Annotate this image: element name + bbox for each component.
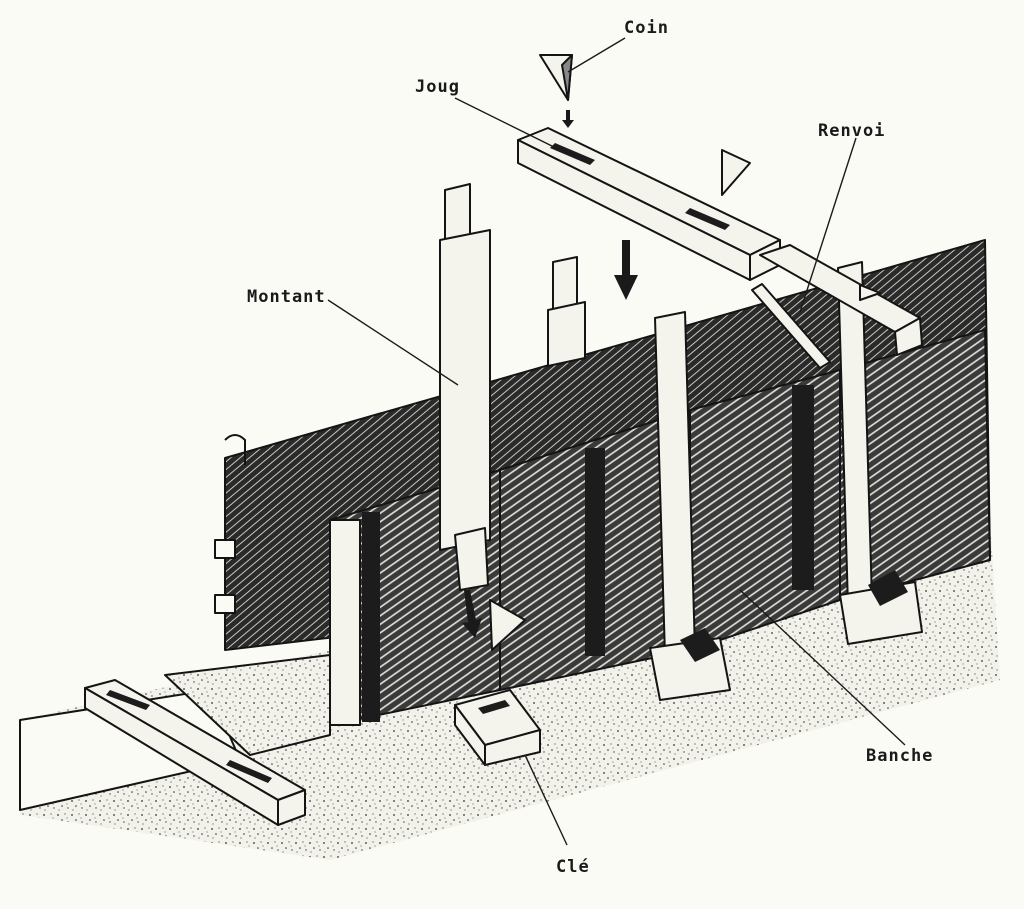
joug-yoke [517, 127, 923, 356]
sole-plate [84, 679, 306, 826]
direction-arrows [462, 110, 638, 638]
label-renvoi: Renvoi [818, 121, 885, 141]
label-joug: Joug [415, 77, 460, 97]
label-montant: Montant [247, 287, 326, 307]
montant-lifted [439, 183, 491, 591]
coin-wedges [489, 54, 881, 651]
renvoi-brace [751, 283, 831, 369]
montant-right [837, 261, 923, 645]
label-coin: Coin [624, 18, 669, 38]
montant-background [547, 256, 586, 367]
cle-key [454, 689, 541, 766]
montant-front [649, 311, 731, 701]
leader-lines [327, 37, 906, 846]
label-cle: Clé [556, 857, 590, 877]
label-banche: Banche [866, 746, 933, 766]
